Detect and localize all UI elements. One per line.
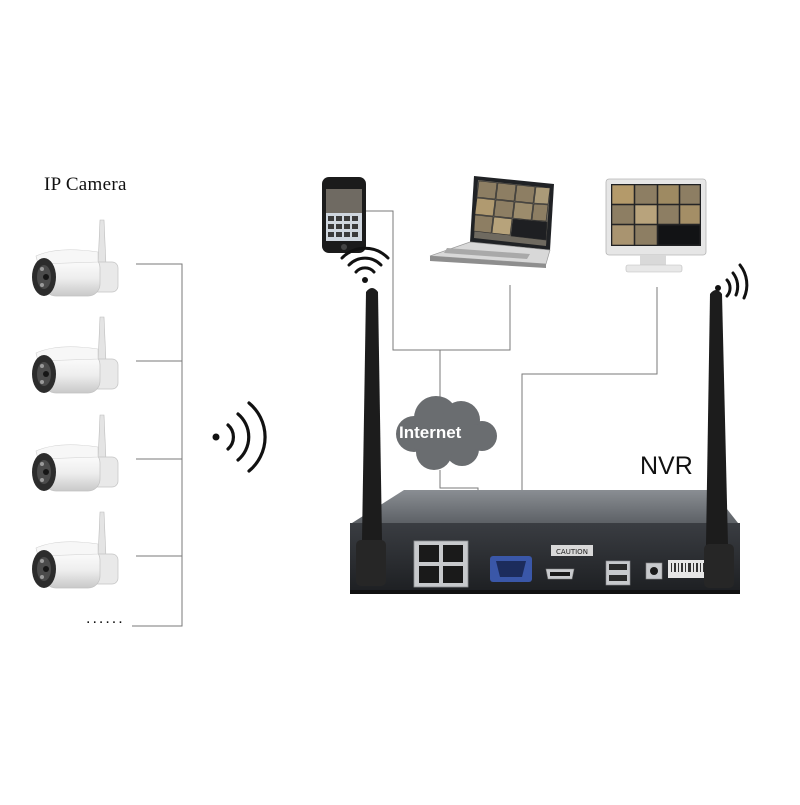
caution-text: CAUTION [556, 548, 588, 556]
camera-icon [31, 511, 119, 589]
wifi-signal-icon [340, 246, 390, 283]
cloud-icon [396, 396, 497, 470]
more-cameras-ellipsis: ...... [86, 610, 125, 627]
power-port [645, 562, 663, 580]
nvr-label: NVR [640, 452, 693, 480]
network-wiring [365, 210, 658, 544]
monitor-icon [605, 178, 707, 273]
wifi-signal-icon [715, 263, 749, 300]
lan-ports [413, 540, 469, 588]
usb-ports [605, 560, 631, 586]
ip-camera-label: IP Camera [44, 174, 127, 195]
smartphone-icon [322, 177, 366, 253]
camera-icon [31, 414, 119, 492]
laptop-icon [429, 176, 554, 268]
nvr-device: CAUTION [350, 490, 740, 594]
antenna-icon [356, 288, 386, 586]
wifi-signal-icon [212, 401, 267, 473]
antenna-icon [704, 290, 734, 588]
caution-sticker: CAUTION [551, 545, 593, 556]
internet-label: Internet [399, 423, 462, 442]
camera-icon [31, 219, 119, 297]
camera-icon [31, 316, 119, 394]
hdmi-port [545, 568, 575, 580]
vga-port [490, 556, 532, 582]
camera-wiring [132, 263, 183, 627]
